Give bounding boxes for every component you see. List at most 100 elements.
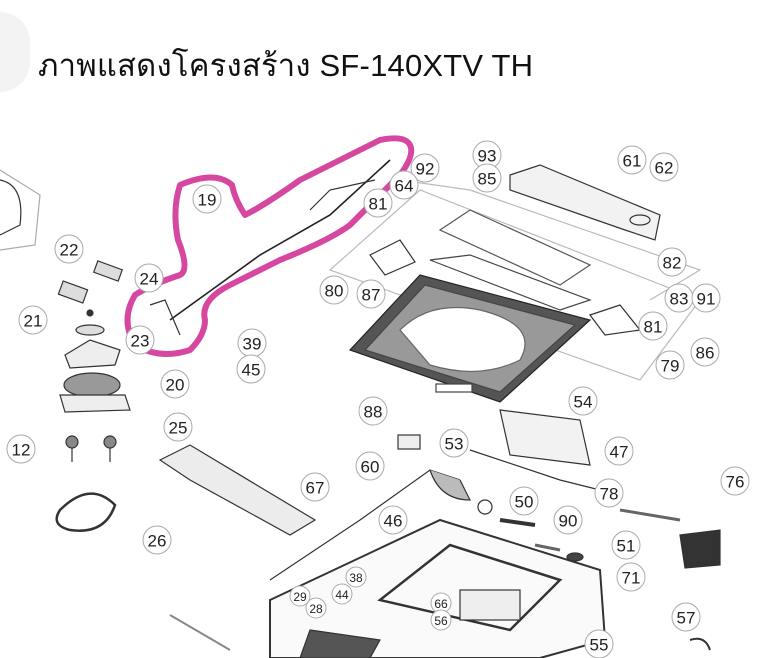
part-callout-80: 80 (319, 275, 349, 305)
part-callout-71: 71 (616, 562, 646, 592)
part-callout-82: 82 (657, 247, 687, 277)
part-callout-56: 56 (430, 609, 452, 631)
part-callout-12: 12 (6, 434, 36, 464)
callout-number: 92 (416, 160, 435, 179)
callout-number: 50 (515, 493, 534, 512)
callout-number: 66 (434, 597, 448, 611)
callout-circle (472, 163, 502, 193)
callout-number: 61 (623, 152, 642, 171)
belt-26 (55, 492, 117, 532)
part-callout-47: 47 (604, 436, 634, 466)
callout-circle (160, 369, 190, 399)
callout-number: 26 (148, 532, 167, 551)
callout-circle (657, 247, 687, 277)
callout-circle (54, 234, 84, 264)
callout-number: 85 (478, 170, 497, 189)
parts-drawing (0, 159, 721, 658)
spring-78 (619, 508, 681, 522)
callout-circle (18, 305, 48, 335)
part-callout-66: 66 (430, 592, 452, 614)
callout-number: 57 (677, 609, 696, 628)
callout-number: 83 (670, 290, 689, 309)
part-callout-64: 64 (389, 170, 419, 200)
callout-circle (356, 279, 386, 309)
callout-number: 60 (361, 458, 380, 477)
part-22b (92, 260, 124, 282)
callout-circle (568, 386, 598, 416)
part-callout-62: 62 (649, 152, 679, 182)
callout-circle (430, 609, 452, 631)
part-callout-44: 44 (331, 583, 353, 605)
part-callout-29: 29 (289, 585, 311, 607)
callout-circle (691, 283, 721, 313)
part-callout-28: 28 (305, 597, 327, 619)
part-callout-38: 38 (345, 566, 367, 588)
callout-number: 90 (559, 512, 578, 531)
callout-circle (611, 530, 641, 560)
callout-circle (125, 325, 155, 355)
part-callout-22: 22 (54, 234, 84, 264)
part-callout-76: 76 (720, 466, 750, 496)
control-panel-28 (299, 629, 381, 658)
callout-circle (358, 396, 388, 426)
callout-circle (638, 311, 668, 341)
part-callout-81: 81 (363, 188, 393, 218)
callout-number: 24 (140, 270, 159, 289)
part-callout-19: 19 (192, 184, 222, 214)
callout-number: 19 (198, 191, 217, 210)
part-25a (65, 435, 79, 449)
callout-number: 76 (726, 473, 745, 492)
part-callout-55: 55 (584, 629, 614, 658)
callout-circle (300, 472, 330, 502)
callout-number: 64 (395, 177, 414, 196)
callout-circle (378, 505, 408, 535)
callout-number: 91 (697, 290, 716, 309)
callout-circle (305, 597, 327, 619)
callout-number: 29 (293, 590, 307, 604)
callout-circle (389, 170, 419, 200)
hinge-85 (438, 209, 592, 286)
callout-number: 79 (661, 357, 680, 376)
callout-number: 44 (335, 588, 349, 602)
callout-number: 25 (169, 419, 188, 438)
part-callout-91: 91 (691, 283, 721, 313)
part-callout-54: 54 (568, 386, 598, 416)
harness-19 (169, 159, 391, 321)
callout-number: 53 (445, 435, 464, 454)
part-callout-78: 78 (594, 478, 624, 508)
callout-circle (439, 428, 469, 458)
callout-number: 12 (12, 441, 31, 460)
pipe-50 (499, 518, 536, 527)
callout-number: 56 (434, 614, 448, 628)
callout-circle (6, 434, 36, 464)
callout-circle (690, 337, 720, 367)
callout-circle (655, 350, 685, 380)
callout-number: 21 (24, 312, 43, 331)
callout-circle (594, 478, 624, 508)
callout-number: 28 (309, 602, 323, 616)
part-callout-93: 93 (472, 140, 502, 170)
callout-number: 38 (349, 571, 363, 585)
part-callout-79: 79 (655, 350, 685, 380)
callout-number: 47 (610, 443, 629, 462)
callout-circle (163, 412, 193, 442)
callout-circle (142, 525, 172, 555)
part-callout-88: 88 (358, 396, 388, 426)
callout-circle (192, 184, 222, 214)
callout-circle (553, 505, 583, 535)
part-callout-46: 46 (378, 505, 408, 535)
page-title: ภาพแสดงโครงสร้าง SF-140XTV TH (38, 48, 534, 83)
part-callout-23: 23 (125, 325, 155, 355)
callout-number: 93 (478, 147, 497, 166)
callout-number: 39 (243, 335, 262, 354)
callout-number: 82 (663, 254, 682, 273)
part-callout-53: 53 (439, 428, 469, 458)
part-callout-86: 86 (690, 337, 720, 367)
part-callout-45: 45 (236, 354, 266, 384)
hose-47 (469, 449, 601, 491)
callout-circle (649, 152, 679, 182)
callout-number: 87 (362, 286, 381, 305)
